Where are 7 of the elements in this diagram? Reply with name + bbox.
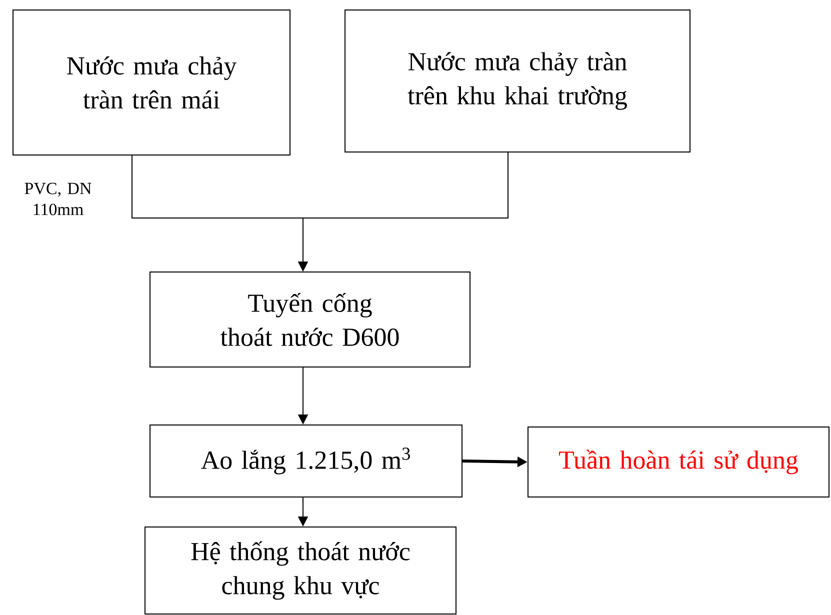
process-box: Ao lắng 1.215,0 m$^{3}$: [150, 424, 462, 498]
process-box: Hệ thống thoát nước chung khu vực: [144, 526, 456, 614]
process-box: Tuyến cống thoát nước D600: [150, 272, 470, 368]
pipe-label: PVC, DN 110mm: [24, 182, 92, 216]
process-box: Nước mưa chảy tràn trên mái: [12, 10, 290, 156]
process-box: Nước mưa chảy tràn trên khu khai trường: [344, 10, 690, 152]
process-box: Tuần hoàn tái sử dụng: [528, 426, 830, 498]
